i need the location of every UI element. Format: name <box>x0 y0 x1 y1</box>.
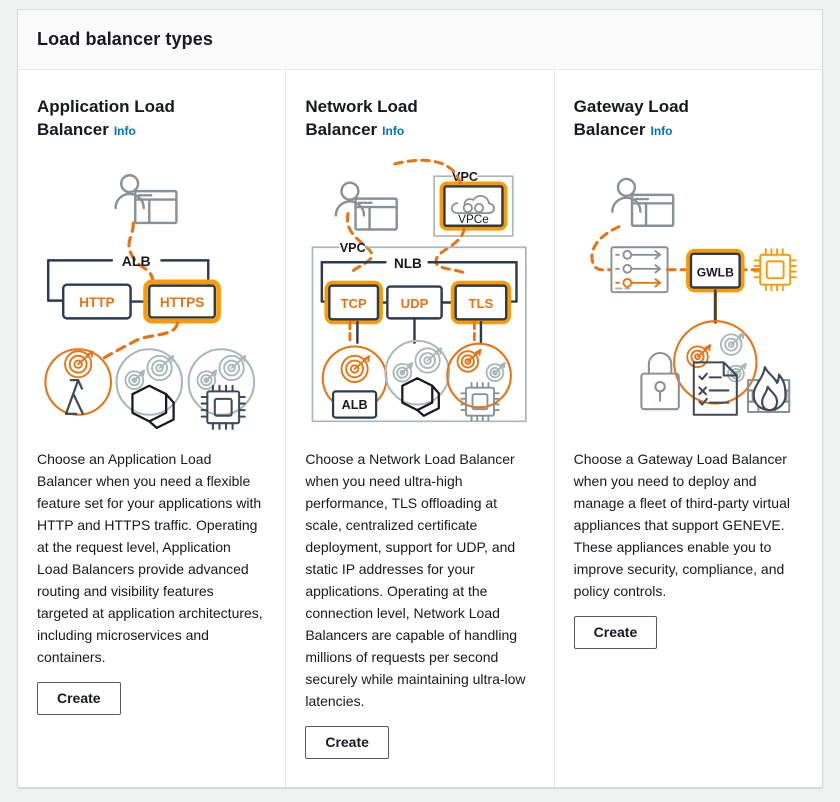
load-balancer-types-card: Load balancer types Application Load Bal… <box>17 9 823 788</box>
alb-target-container <box>115 347 184 429</box>
alb-flow-client-to-https <box>127 221 155 283</box>
nlb-create-button[interactable]: Create <box>305 726 389 760</box>
cpu-instance-icon <box>753 247 797 291</box>
nlb-listener-tls <box>454 284 508 321</box>
target-icon <box>124 354 175 390</box>
nlb-target-alb: ALB <box>322 345 388 419</box>
page-title: Load balancer types <box>37 29 213 49</box>
gwlb-diagram: GWLB <box>574 147 802 442</box>
nlb-diagram-svg: VPC VPCe <box>311 158 528 422</box>
gwlb-info-link[interactable]: Info <box>650 123 673 138</box>
target-icon <box>340 354 371 383</box>
nlb-vpce-label: VPCe <box>458 213 489 226</box>
cpu-instance-icon <box>200 384 246 430</box>
alb-group-label: ALB <box>122 253 151 269</box>
nlb-listener-tcp-label: TCP <box>341 296 367 311</box>
lambda-icon <box>64 378 84 415</box>
user-browser-icon <box>114 173 178 224</box>
target-icon <box>456 348 482 373</box>
alb-target-instance <box>187 347 256 430</box>
cpu-instance-icon <box>460 381 500 422</box>
target-icon <box>392 347 443 383</box>
nlb-vpce-highlight <box>439 181 508 231</box>
gwlb-flow-client-to-routes <box>590 224 621 272</box>
alb-listener-https-highlight <box>143 279 221 324</box>
card-header: Load balancer types <box>18 10 822 70</box>
alb-flow-https-to-target <box>102 321 179 360</box>
alb-info-link[interactable]: Info <box>113 123 136 138</box>
nlb-group-label: NLB <box>394 256 422 271</box>
nlb-diagram: VPC VPCe <box>305 147 533 442</box>
alb-listener-http <box>61 283 132 320</box>
alb-listener-http-label: HTTP <box>79 295 114 310</box>
alb-diagram: ALB HTTP HTTPS <box>37 147 265 442</box>
target-icon-secondary <box>485 361 507 382</box>
nlb-vpc-main-label: VPC <box>340 241 366 255</box>
nlb-target-alb-box <box>332 389 378 419</box>
target-icon <box>196 354 247 390</box>
compliance-checklist-icon <box>692 361 738 416</box>
lock-icon <box>640 351 680 410</box>
nlb-target-container <box>384 339 451 417</box>
route-table-icon <box>610 246 669 293</box>
nlb-description: Choose a Network Load Balancer when you … <box>305 451 526 710</box>
nlb-title-text: Network Load Balancer <box>305 97 418 139</box>
nlb-listener-tls-label: TLS <box>469 296 494 311</box>
nlb-listener-udp-label: UDP <box>401 296 429 311</box>
user-browser-icon <box>610 177 675 227</box>
gwlb-description: Choose a Gateway Load Balancer when you … <box>573 451 790 600</box>
alb-target-lambda <box>44 347 112 416</box>
alb-create-button[interactable]: Create <box>37 682 121 716</box>
nlb-flow-client-to-tcp <box>346 211 374 275</box>
gwlb-group-label: GWLB <box>696 265 733 279</box>
target-icon-secondary-a <box>719 331 745 356</box>
container-icon <box>401 376 441 417</box>
nlb-listener-tcp <box>328 284 380 321</box>
alb-listener-https <box>148 284 217 319</box>
gwlb-title-text: Gateway Load Balancer <box>573 97 689 139</box>
nlb-target-instance <box>446 342 513 422</box>
alb-diagram-svg: ALB HTTP HTTPS <box>44 173 256 430</box>
nlb-listener-tcp-highlight <box>324 280 384 324</box>
alb-listener-https-label: HTTPS <box>160 295 204 310</box>
nlb-flow-vpce-to-tls <box>434 226 468 275</box>
gwlb-diagram-svg: GWLB <box>590 177 797 416</box>
nlb-flow-client-to-vpce <box>393 158 463 185</box>
target-icon <box>64 349 94 379</box>
nlb-target-alb-label: ALB <box>342 398 368 412</box>
target-icon <box>685 343 711 368</box>
container-icon <box>131 384 175 429</box>
gwlb-box <box>689 252 741 289</box>
nlb-vpce-box <box>443 184 504 227</box>
user-browser-icon <box>334 181 399 231</box>
alb-title-text: Application Load Balancer <box>37 97 175 139</box>
firewall-flame-icon <box>752 365 787 411</box>
alb-description: Choose an Application Load Balancer when… <box>37 451 263 666</box>
vpc-endpoint-cloud-icon <box>451 194 496 214</box>
nlb-info-link[interactable]: Info <box>382 123 405 138</box>
gwlb-create-button[interactable]: Create <box>573 616 658 650</box>
